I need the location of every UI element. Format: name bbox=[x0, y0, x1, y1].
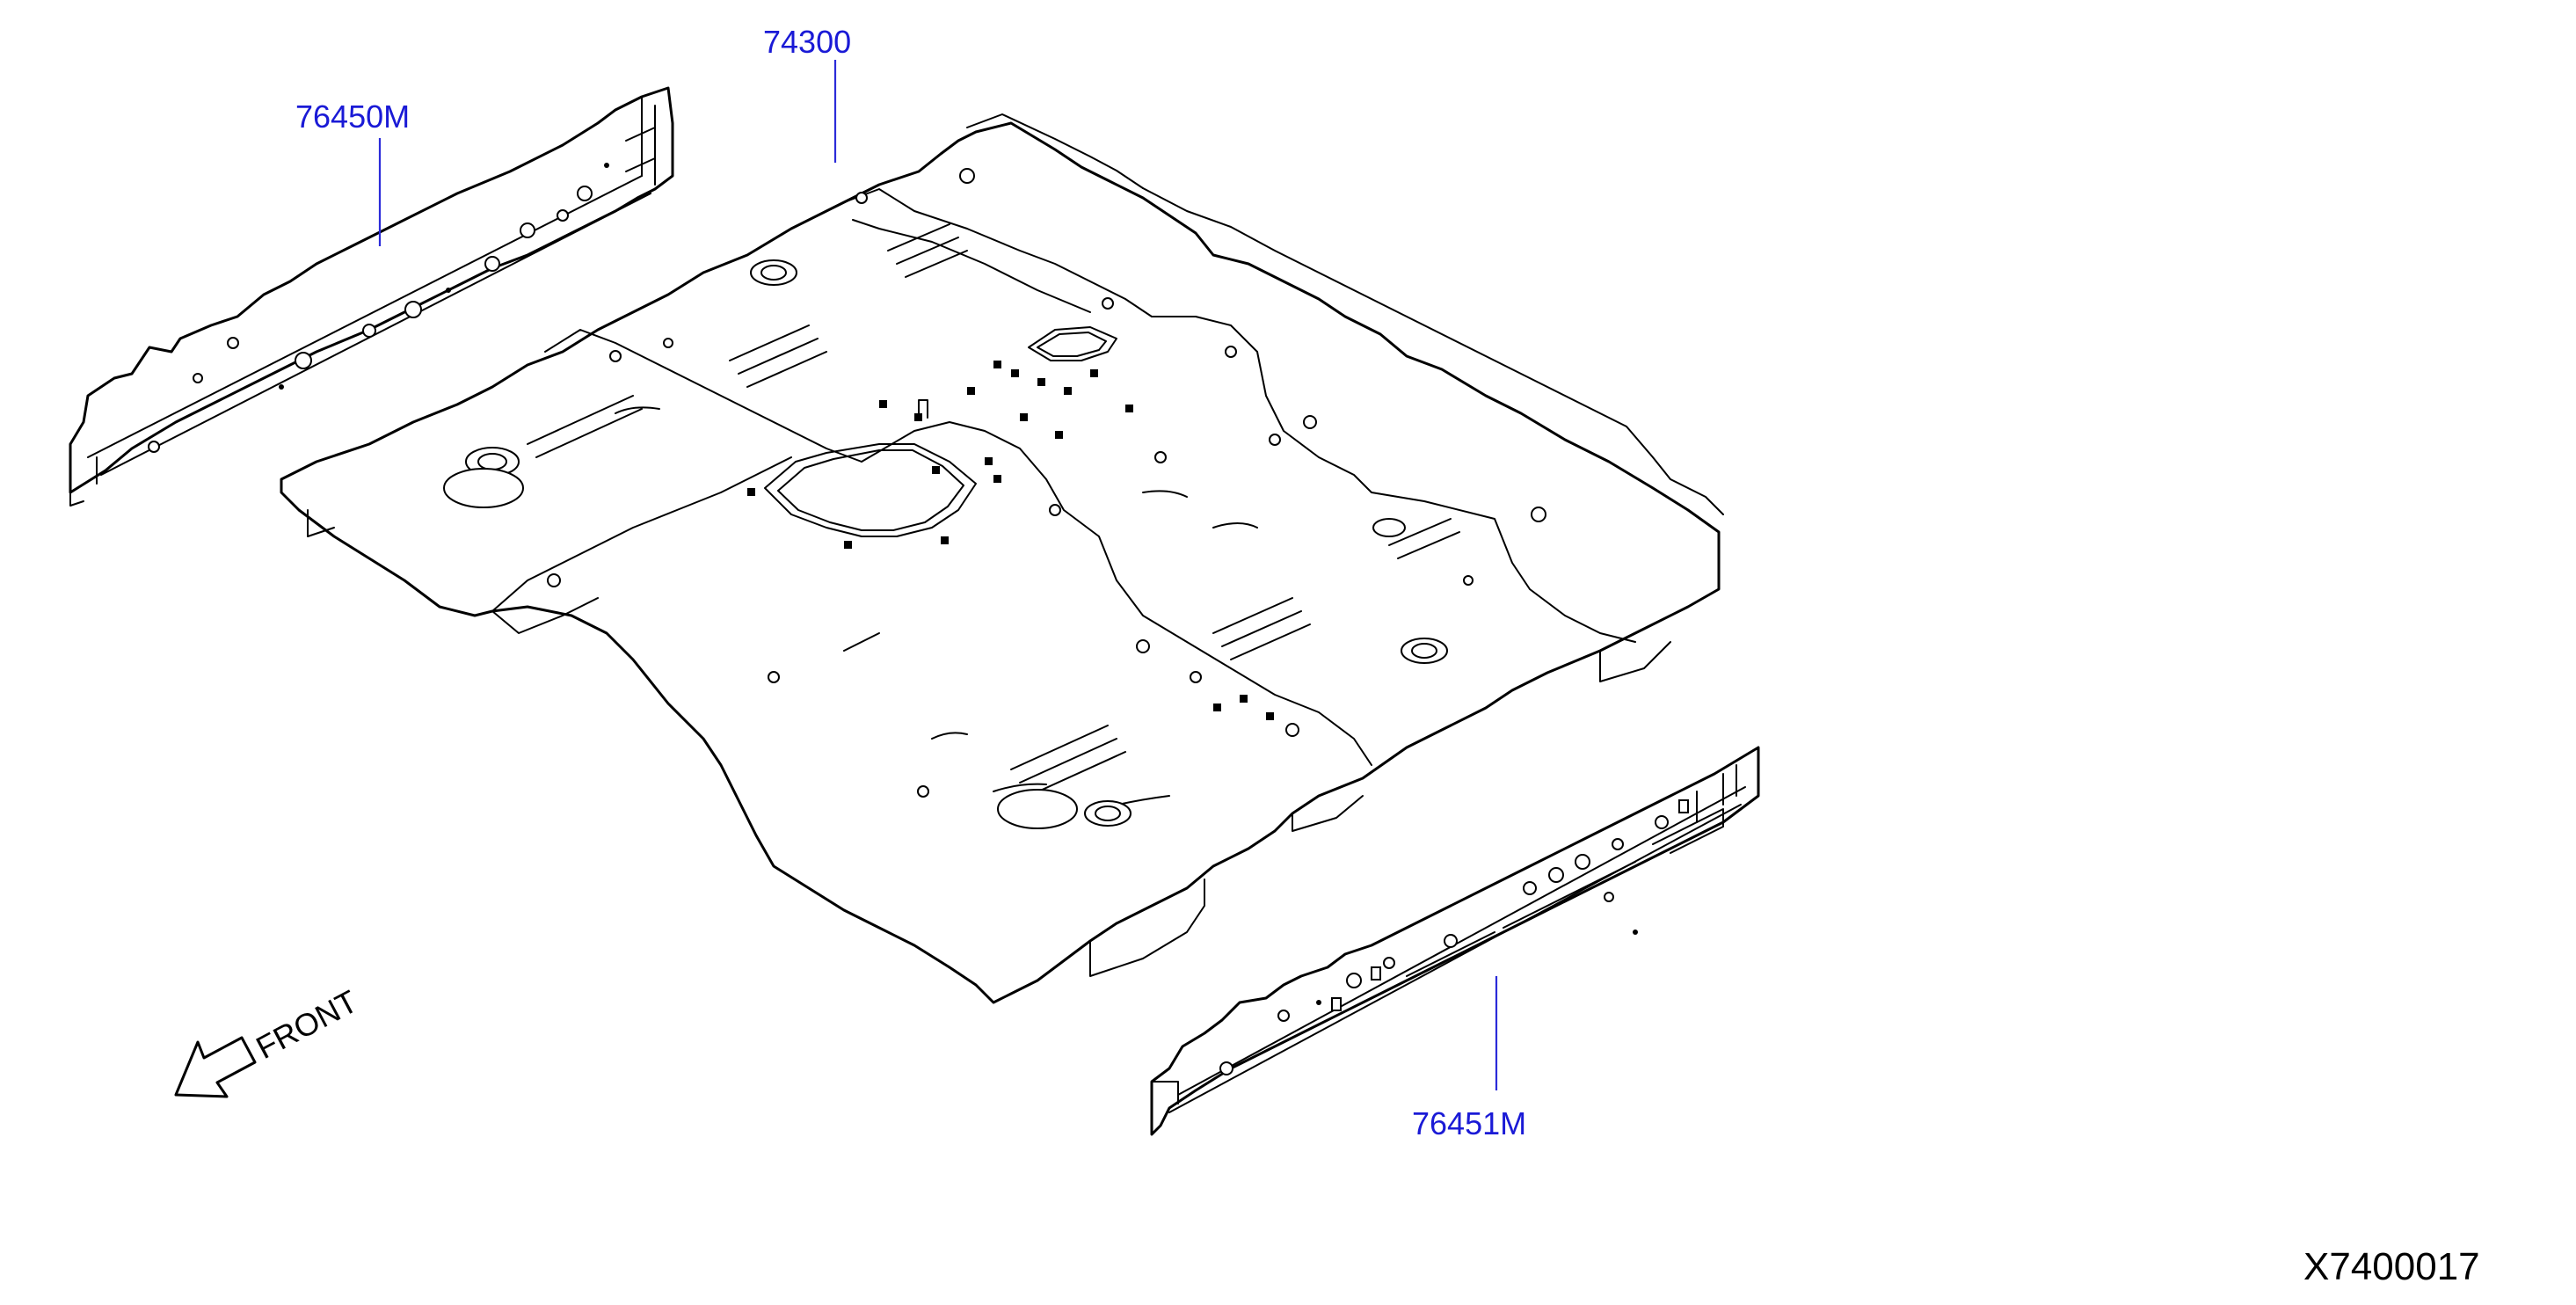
floor-panel-drawing[interactable] bbox=[280, 113, 1724, 1004]
part-label-floor-panel[interactable]: 74300 bbox=[763, 24, 851, 60]
part-label-side-member-left[interactable]: 76450M bbox=[295, 98, 410, 135]
diagram-code: X7400017 bbox=[2303, 1245, 2480, 1288]
side-member-left-drawing[interactable] bbox=[69, 86, 674, 507]
front-arrow-icon bbox=[174, 1036, 257, 1098]
side-member-right-drawing[interactable] bbox=[1150, 746, 1760, 1136]
direction-label: FRONT bbox=[251, 983, 364, 1066]
part-label-side-member-right[interactable]: 76451M bbox=[1412, 1105, 1526, 1141]
